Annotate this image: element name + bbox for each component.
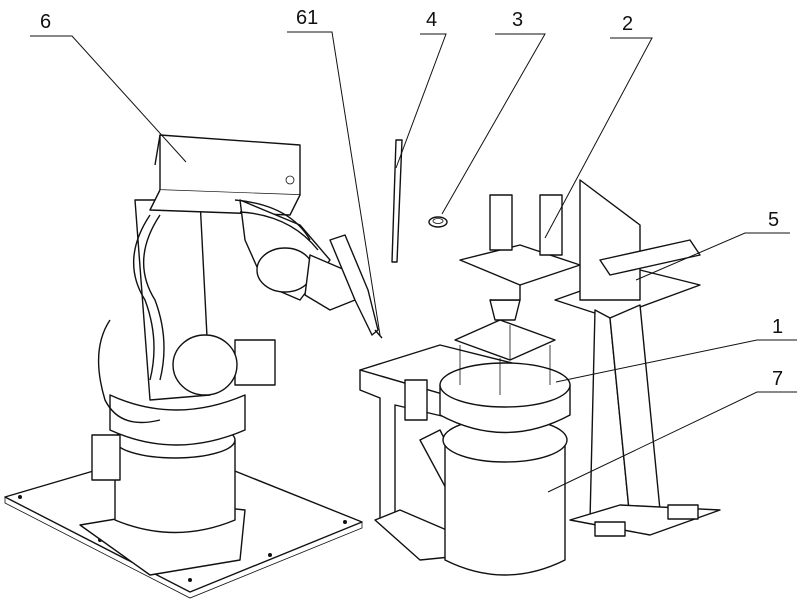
slide-rail-column: [554, 179, 721, 537]
label-1: 1: [772, 316, 784, 338]
label-2: 2: [622, 13, 634, 35]
wire-tool: [391, 139, 403, 263]
label-61: 61: [296, 7, 319, 29]
label-5: 5: [768, 209, 780, 231]
welding-torch: [329, 234, 383, 339]
label-3: 3: [512, 9, 524, 31]
workpiece: [428, 216, 448, 228]
leader-lines: [30, 31, 797, 493]
upper-clamp-frame: [459, 194, 581, 301]
rotary-fixture: [439, 299, 571, 576]
label-6: 6: [40, 11, 52, 33]
welding-robot: [79, 134, 356, 576]
label-4: 4: [426, 9, 438, 31]
label-7: 7: [772, 368, 784, 390]
